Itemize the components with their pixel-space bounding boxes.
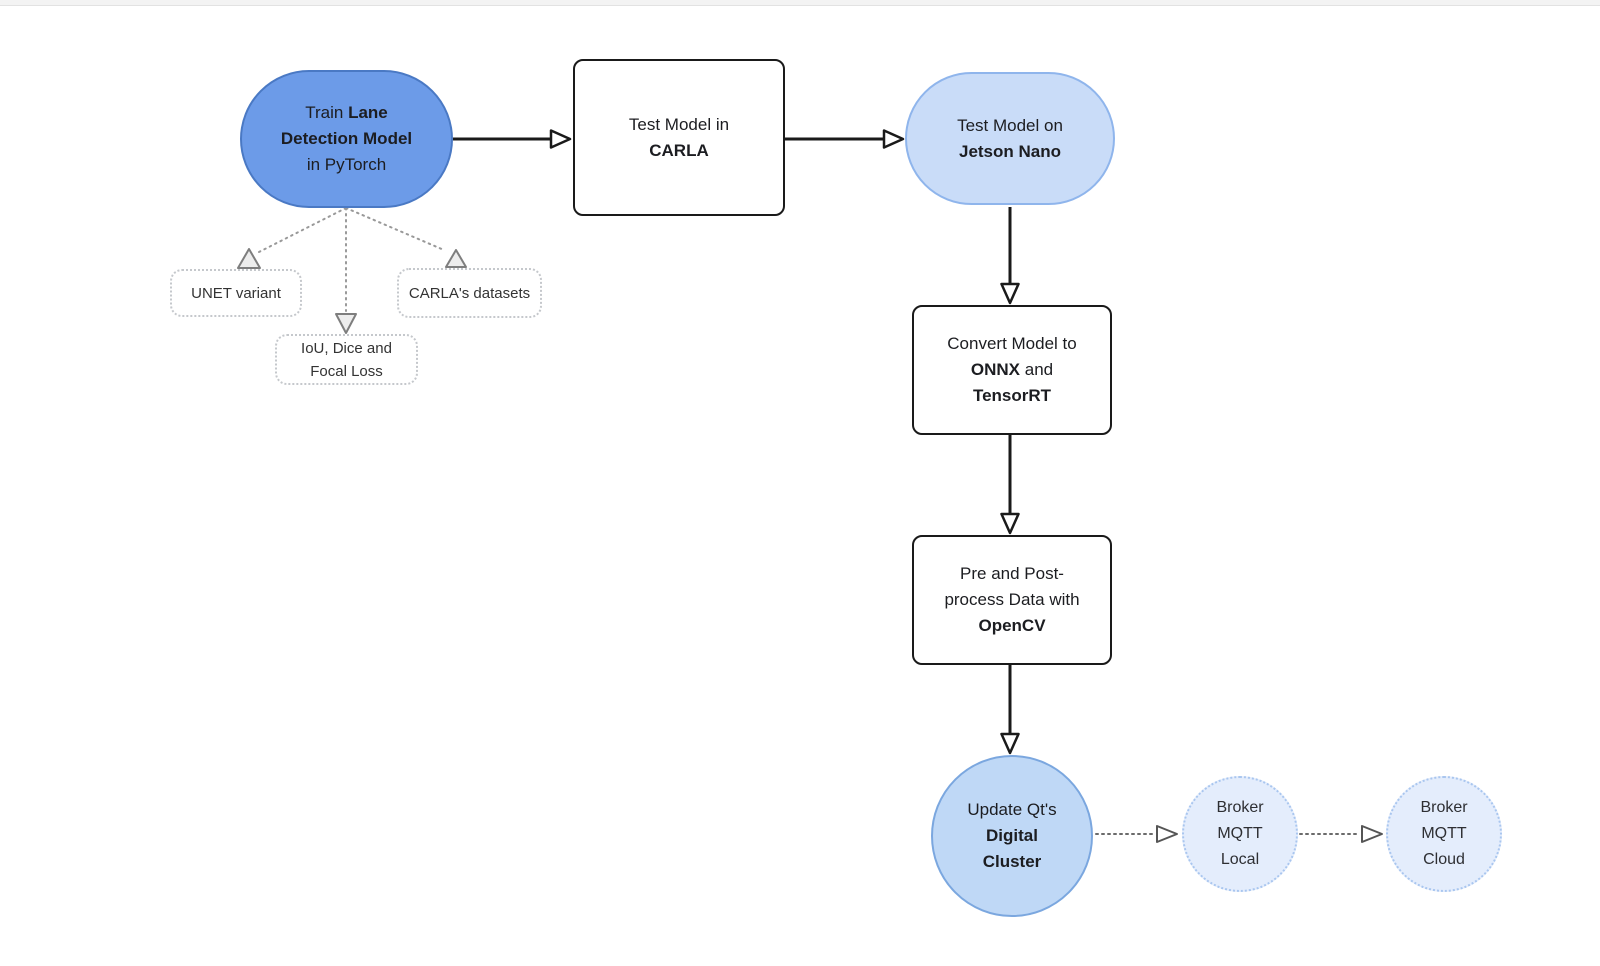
node-label-line: Convert Model to (947, 334, 1077, 353)
annotation-label-line: Focal Loss (310, 362, 383, 380)
arrowhead-jetson-to-convert (1000, 282, 1020, 305)
node-label-line: Broker (1216, 799, 1264, 816)
annotation-unet-variant: UNET variant (170, 269, 302, 317)
node-train-lane-detection-pytorch: Train Lane Detection Model in PyTorch (240, 70, 453, 208)
node-test-model-jetson-nano: Test Model on Jetson Nano (905, 72, 1115, 205)
node-convert-onnx-tensorrt: Convert Model to ONNX and TensorRT (912, 305, 1112, 435)
node-label-line: MQTT (1217, 825, 1263, 842)
arrowhead-train-to-unet (237, 248, 261, 269)
annotation-iou-dice-focal-loss: IoU, Dice and Focal Loss (275, 334, 418, 385)
node-label-line: Jetson Nano (958, 141, 1062, 161)
arrowhead-convert-to-opencv (1000, 512, 1020, 535)
arrowhead-cluster-to-broker-local (1156, 825, 1178, 843)
page-top-strip (0, 0, 1600, 6)
node-broker-mqtt-cloud: Broker MQTT Cloud (1386, 776, 1502, 892)
node-label-line: Update Qt's (967, 800, 1057, 819)
annotation-label-line: IoU, Dice and (301, 339, 392, 357)
annotation-carla-datasets: CARLA's datasets (397, 268, 542, 318)
node-label-line: Digital (986, 826, 1038, 845)
node-label-line: ONNX and (971, 357, 1053, 383)
arrowhead-carla-to-jetson (882, 129, 905, 149)
node-label-line: TensorRT (972, 386, 1052, 405)
node-label-line: CARLA (649, 140, 709, 160)
node-label-line: Detection Model (280, 129, 413, 148)
node-broker-mqtt-local: Broker MQTT Local (1182, 776, 1298, 892)
node-label-line: process Data with (944, 590, 1080, 609)
node-label-line: Cloud (1423, 851, 1465, 868)
arrowhead-train-to-loss (335, 313, 357, 334)
node-label-line: Broker (1420, 799, 1468, 816)
annotation-label-line: UNET variant (191, 284, 281, 302)
node-label-line: MQTT (1421, 825, 1467, 842)
label-run-bold: ONNX (970, 360, 1021, 379)
label-run: and (1020, 360, 1054, 379)
label-run-bold: Lane (348, 103, 388, 122)
edge-train-to-datasets (345, 207, 445, 251)
edge-train-to-unet (258, 207, 347, 253)
arrowhead-train-to-datasets (445, 249, 467, 268)
arrowhead-broker-local-to-broker-cloud (1361, 825, 1383, 843)
arrowhead-train-to-carla (549, 129, 572, 149)
node-preprocess-opencv: Pre and Post- process Data with OpenCV (912, 535, 1112, 665)
node-label-line: OpenCV (978, 616, 1046, 635)
arrowhead-opencv-to-cluster (1000, 732, 1020, 755)
node-label-line: Test Model on (957, 115, 1063, 135)
node-test-model-carla: Test Model in CARLA (573, 59, 785, 216)
annotation-label-line: CARLA's datasets (408, 284, 531, 302)
node-label-line: Test Model in (628, 114, 730, 134)
node-label-line: Local (1220, 851, 1260, 868)
node-label-line: Pre and Post- (960, 564, 1064, 583)
node-update-qt-digital-cluster: Update Qt's Digital Cluster (931, 755, 1093, 917)
node-label-line: in PyTorch (306, 155, 387, 174)
node-label-line: Cluster (982, 852, 1042, 871)
label-run: Train (305, 103, 349, 122)
node-label-line: Train Lane (305, 100, 388, 126)
